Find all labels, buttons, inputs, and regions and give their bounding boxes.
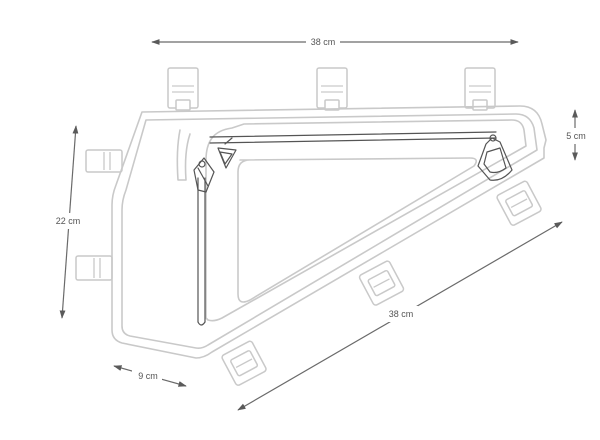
- diagonal-strap-middle: [358, 260, 405, 306]
- diagonal-label: 38 cm: [389, 309, 414, 319]
- zipper-pull-vertical-icon[interactable]: [193, 157, 215, 193]
- depth-label: 5 cm: [566, 131, 586, 141]
- bottom-width-label: 9 cm: [138, 371, 158, 381]
- diagonal-strap-right: [496, 180, 542, 226]
- side-strap-lower: [75, 255, 113, 281]
- bag-outer-outline: [111, 105, 547, 359]
- zipper-track-end: [197, 321, 206, 326]
- bag-left-gusset: [176, 129, 191, 181]
- top-strap-left: [167, 67, 199, 111]
- zipper-pull-left-icon[interactable]: [217, 137, 237, 169]
- top-strap-right: [464, 67, 496, 111]
- diagonal-strap-lower: [221, 340, 267, 386]
- side-strap-upper: [85, 149, 123, 173]
- top-width-label: 38 cm: [311, 37, 336, 47]
- zipper-top-track: [209, 131, 497, 138]
- top-strap-middle: [316, 67, 348, 111]
- bag-window-outline: [237, 157, 478, 303]
- zipper-top-track-inner: [209, 137, 497, 144]
- height-label: 22 cm: [56, 216, 81, 226]
- bag-panel-outline: [121, 113, 538, 349]
- zipper-pull-right-icon[interactable]: [477, 134, 513, 181]
- bag-inner-panel: [205, 119, 527, 322]
